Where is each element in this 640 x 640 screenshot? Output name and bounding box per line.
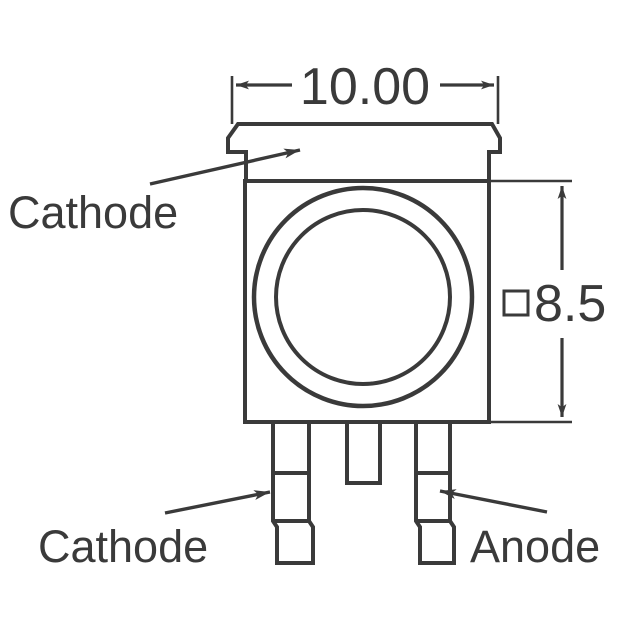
lens-outer-circle — [251, 185, 475, 409]
callout-cathode-flange-label: Cathode — [8, 187, 178, 238]
center-lead-short — [345, 420, 382, 485]
callout-anode-lead-label: Anode — [470, 521, 600, 572]
callout-cathode-lead-label: Cathode — [38, 521, 208, 572]
dimension-width: 10.00 — [230, 58, 500, 124]
led-body — [226, 122, 502, 424]
cathode-lead-left — [271, 420, 315, 565]
dimension-height-value: 8.5 — [534, 275, 606, 333]
callout-cathode-flange-leader — [149, 148, 301, 186]
top-flange — [226, 122, 502, 183]
callout-cathode-flange: Cathode — [8, 148, 301, 238]
lens-inner-circle — [274, 208, 452, 386]
callout-cathode-lead: Cathode — [38, 490, 271, 572]
lead-group — [271, 420, 456, 565]
square-symbol-icon — [502, 289, 530, 317]
callout-anode-lead: Anode — [439, 489, 600, 572]
callout-cathode-lead-leader — [164, 490, 271, 515]
callout-anode-lead-leader — [439, 489, 548, 514]
dimension-width-value: 10.00 — [300, 58, 430, 116]
dimension-height: 8.5 — [489, 179, 606, 424]
